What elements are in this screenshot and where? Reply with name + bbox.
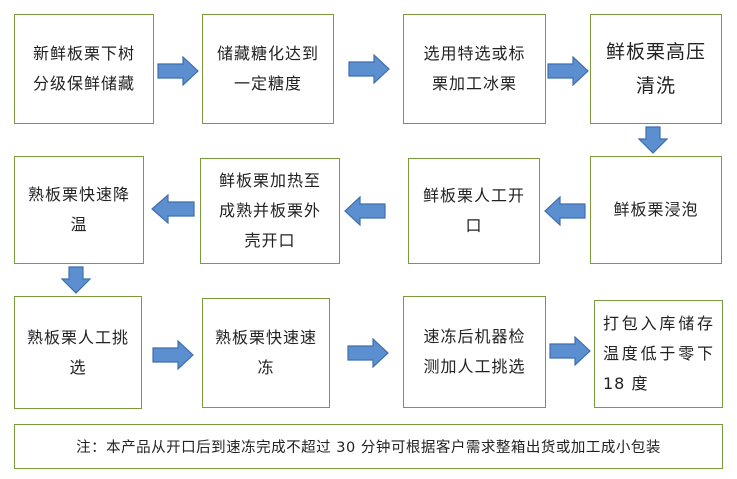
step-machine-inspection: 速冻后机器检测加人工挑选 <box>403 296 546 408</box>
arrow-left-icon <box>344 196 386 226</box>
arrow-right-icon <box>348 54 390 84</box>
step-label: 熟板栗人工挑选 <box>27 327 130 377</box>
step-cooked-manual-selection: 熟板栗人工挑选 <box>14 296 142 409</box>
arrow-right-icon <box>347 338 389 368</box>
step-rapid-cooling: 熟板栗快速降温 <box>14 156 144 264</box>
step-label: 新鲜板栗下树分级保鲜储藏 <box>32 44 135 93</box>
step-quick-freeze: 熟板栗快速速冻 <box>202 298 330 408</box>
step-pack-and-store: 打包入库储存温度低于零下 18 度 <box>594 300 723 408</box>
step-label: 打包入库储存温度低于零下 18 度 <box>603 314 714 393</box>
step-label: 鲜板栗高压清洗 <box>605 41 706 97</box>
step-select-chestnuts: 选用特选或标栗加工冰栗 <box>403 14 546 124</box>
step-label: 熟板栗快速降温 <box>27 185 130 234</box>
step-fresh-chestnut-soak: 鲜板栗浸泡 <box>590 156 722 264</box>
step-manual-opening: 鲜板栗人工开口 <box>408 158 540 264</box>
step-label: 鲜板栗人工开口 <box>422 186 525 235</box>
arrow-down-icon <box>638 126 668 154</box>
step-high-pressure-wash: 鲜板栗高压清洗 <box>590 14 722 124</box>
arrow-left-icon <box>151 194 195 224</box>
step-label: 鲜板栗浸泡 <box>613 200 699 219</box>
step-label: 鲜板栗加热至成熟并板栗外壳开口 <box>218 171 321 250</box>
step-label: 储藏糖化达到一定糖度 <box>216 44 319 93</box>
step-label: 选用特选或标栗加工冰栗 <box>423 44 526 93</box>
arrow-right-icon <box>547 56 589 86</box>
step-saccharification: 储藏糖化达到一定糖度 <box>202 14 334 124</box>
arrow-right-icon <box>157 56 199 86</box>
step-label: 速冻后机器检测加人工挑选 <box>423 327 526 376</box>
footnote-text: 注：本产品从开口后到速冻完成不超过 30 分钟可根据客户需求整箱出货或加工成小包… <box>76 440 661 456</box>
arrow-right-icon <box>152 340 194 370</box>
arrow-down-icon <box>61 266 91 294</box>
step-label: 熟板栗快速速冻 <box>215 328 318 377</box>
step-fresh-harvest-storage: 新鲜板栗下树分级保鲜储藏 <box>14 14 154 124</box>
footnote-box: 注：本产品从开口后到速冻完成不超过 30 分钟可根据客户需求整箱出货或加工成小包… <box>14 424 723 469</box>
arrow-right-icon <box>549 336 591 366</box>
arrow-left-icon <box>544 196 586 226</box>
step-heating-shell-opening: 鲜板栗加热至成熟并板栗外壳开口 <box>200 158 340 264</box>
